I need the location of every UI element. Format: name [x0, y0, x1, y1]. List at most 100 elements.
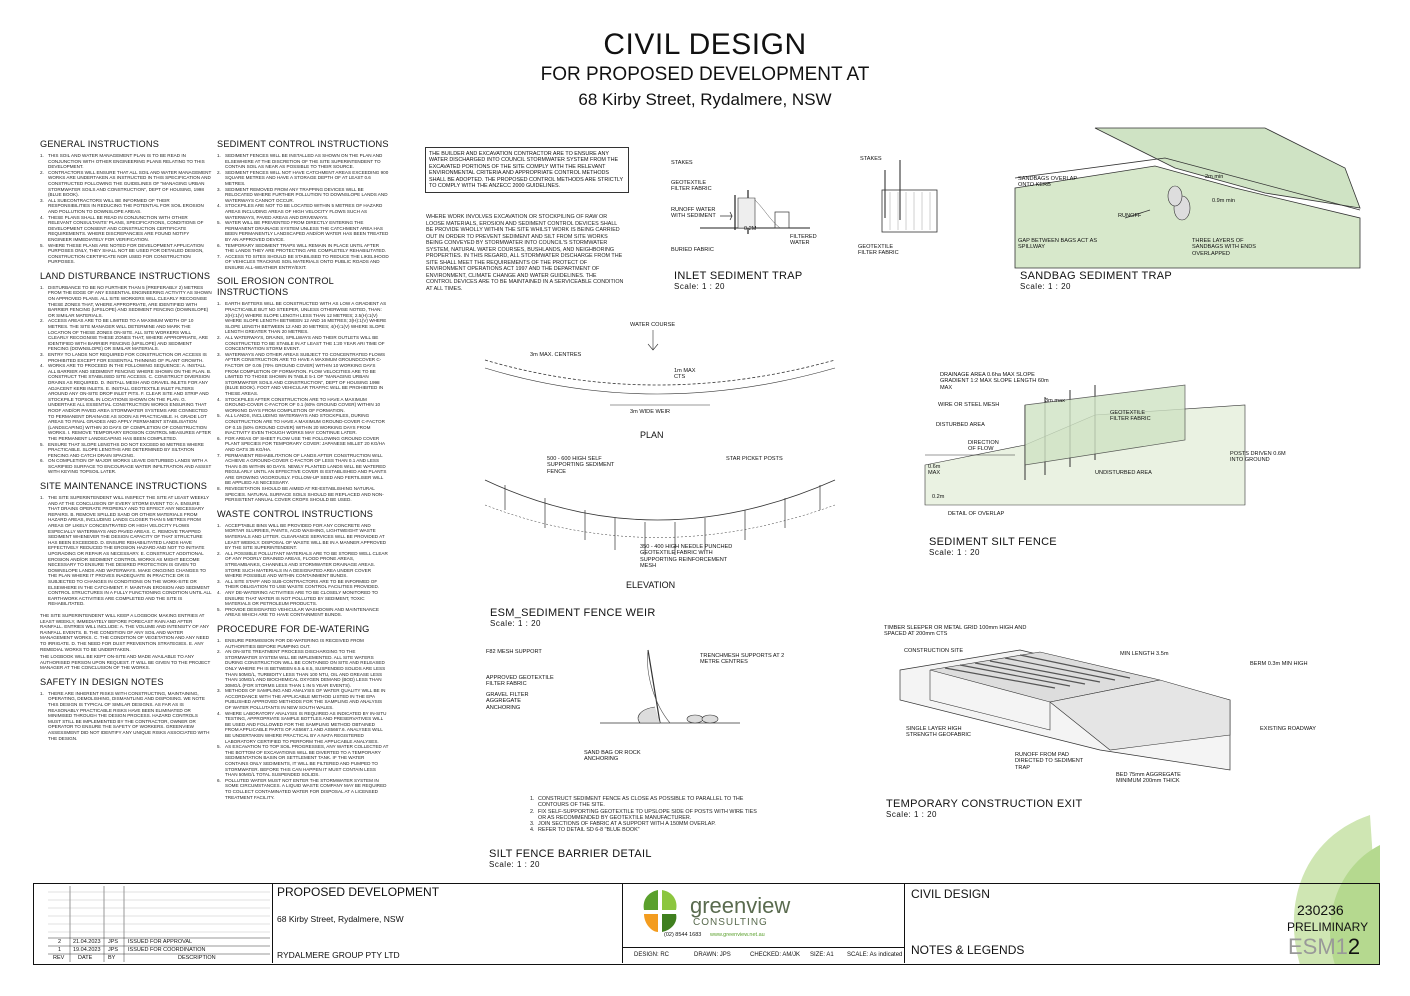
- list-item-text: All subcontractors will be informed of t…: [48, 197, 204, 214]
- list-item-number: 1.: [530, 796, 535, 802]
- list-item-text: Polluted water must not enter the stormw…: [225, 777, 387, 800]
- list-item-number: 6.: [217, 435, 221, 441]
- list-item-number: 4.: [217, 710, 221, 716]
- list-item-number: 4.: [217, 589, 221, 595]
- list-item-text: Access areas are to be limited to a maxi…: [48, 318, 209, 352]
- exit-label-site: CONSTRUCTION SITE: [904, 648, 964, 654]
- tb-drawing-title: CIVIL DESIGN: [911, 887, 990, 901]
- list-item-number: 3.: [217, 351, 221, 357]
- list-item: 2.Contractors will ensure that all soil …: [40, 170, 212, 198]
- barrier-notes: 1.Construct sediment fence as close as p…: [530, 796, 760, 834]
- exit-label-length: MIN LENGTH 3.5m: [1120, 651, 1169, 657]
- sandbag-title: SANDBAG SEDIMENT TRAP: [1020, 270, 1172, 282]
- list-item-text: On completion of major works leave distu…: [48, 458, 212, 475]
- list-item-number: 2.: [217, 649, 221, 655]
- tb-divider-3: [904, 883, 905, 963]
- list-item-number: 5.: [40, 242, 44, 248]
- list-item-text: Disturbance to be no further than 5 (pre…: [48, 284, 212, 318]
- list-item: 3. All subcontractors will be informed of…: [40, 198, 212, 215]
- list-item: 8.Revegetation should be aimed at re-est…: [217, 486, 389, 503]
- erosion-device-note: Where work involves excavation or stockp…: [426, 212, 624, 294]
- barrier-title: SILT FENCE BARRIER DETAIL: [489, 848, 652, 860]
- list-item: 2.Fix self-supporting geotextile to upsl…: [530, 809, 760, 822]
- rev-2-date: 21.04.2023: [73, 939, 101, 945]
- weir-label-plan: PLAN: [640, 430, 664, 440]
- inlet-scale: Scale: 1 : 20: [674, 282, 725, 291]
- waste-control-list: 1.Acceptable bins will be provided for a…: [217, 523, 389, 618]
- list-item-number: 4.: [530, 827, 535, 834]
- list-item-number: 2.: [217, 169, 221, 175]
- list-item: 1.Ensure permission for de-watering is r…: [217, 638, 389, 649]
- weir-label-centres: 3m MAX. CENTRES: [530, 352, 582, 358]
- rev-header-date: DATE: [78, 955, 93, 961]
- list-item-text: Sediment fences will not have catchment …: [225, 169, 389, 186]
- list-item: 1.Disturbance to be no further than 5 (p…: [40, 285, 212, 319]
- inlet-label-stakes-2: STAKES: [860, 156, 882, 162]
- tb-client: RYDALMERE GROUP PTY LTD: [277, 950, 400, 960]
- list-item-number: 3.: [40, 197, 44, 203]
- rev-header-rev: REV: [53, 955, 65, 961]
- list-item: 5.Ensure that slope lengths do not excee…: [40, 442, 212, 459]
- tb-sheet-suffix: 2: [1347, 934, 1361, 959]
- list-item-number: 4.: [217, 396, 221, 402]
- list-item: 4. These plans shall be read in conjuncti…: [40, 215, 212, 243]
- tb-divider-1: [272, 883, 273, 963]
- list-item: 1.Acceptable bins will be provided for a…: [217, 523, 389, 551]
- weir-scale: Scale: 1 : 20: [490, 619, 541, 628]
- list-item-text: The site superintendent will inspect the…: [48, 495, 212, 607]
- weir-label-cts: 1m MAX CTS: [674, 368, 696, 381]
- weir-label-pickets: STAR PICKET POSTS: [726, 456, 783, 462]
- silt-label-06m: 0.6m MAX: [928, 464, 941, 477]
- list-item: 6.For areas of sheet flow use the follow…: [217, 436, 389, 453]
- list-item: 7.Access to sites should be stabilised t…: [217, 254, 389, 271]
- list-item-text: These plans shall be read in conjunction…: [48, 214, 204, 242]
- list-item-number: 1.: [217, 301, 221, 307]
- tb-checked: CHECKED: AM/JK: [750, 952, 801, 958]
- list-item: 4.Stockpiles after construction are to h…: [217, 397, 389, 414]
- inlet-title: INLET SEDIMENT TRAP: [674, 270, 803, 282]
- silt-label-drainage: DRAINAGE AREA 0.6ha MAX SLOPE GRADIENT 1…: [940, 372, 1049, 391]
- list-item: 6.Temporary sediment traps will remain i…: [217, 243, 389, 254]
- list-item-number: 4.: [40, 214, 44, 220]
- list-item: 4.Stockpiles are not to be located withi…: [217, 203, 389, 220]
- exit-label-bed: BED 75mm AGGREGATE MINIMUM 200mm THICK: [1116, 772, 1181, 785]
- sandbag-trap-drawing: [1014, 127, 1361, 269]
- site-maintenance-heading: SITE MAINTENANCE INSTRUCTIONS: [40, 481, 208, 492]
- list-item: 5.As excavation to top soil progresses, …: [217, 744, 389, 778]
- list-item: 6.On completion of major works leave dis…: [40, 458, 212, 475]
- list-item-text: Contractors will ensure that all soil an…: [48, 169, 212, 198]
- list-item-text: Refer to detail SD 6-8 "Blue Book": [538, 827, 640, 834]
- list-item-number: 8.: [217, 486, 221, 492]
- exit-label-geofabric: SINGLE LAYER HIGH STRENGTH GEOFABRIC: [906, 726, 971, 739]
- list-item: 3. Waterways and other areas subject to c…: [217, 352, 389, 397]
- exit-label-sleeper: TIMBER SLEEPER OR METAL GRID 100mm HIGH …: [884, 625, 1027, 638]
- list-item: 3.All site staff and sub-contractors are…: [217, 579, 389, 590]
- list-item-text: Temporary sediment traps will remain in …: [225, 242, 387, 254]
- list-item-number: 3.: [530, 821, 535, 828]
- list-item: 5.All lands, including waterways and sto…: [217, 413, 389, 435]
- list-item-number: 4.: [217, 203, 221, 209]
- logo-wordmark: greenview: [690, 893, 791, 918]
- list-item-text: Sediment removed from any trapping devic…: [225, 186, 388, 203]
- list-item: 3.Entry to lands not required for constr…: [40, 352, 212, 363]
- list-item-number: 3.: [217, 578, 221, 584]
- list-item-text: Waterways and other areas subject to con…: [225, 351, 386, 396]
- list-item-number: 1.: [40, 153, 44, 158]
- list-item-text: All waterways, drains, spillways and the…: [225, 335, 385, 352]
- soil-erosion-heading: SOIL EROSION CONTROL INSTRUCTIONS: [217, 276, 334, 298]
- silt-fence-barrier-drawing: [600, 649, 740, 724]
- sandbag-label-2m: 2m min: [1205, 174, 1224, 180]
- list-item-text: All lands, including waterways and stock…: [225, 413, 385, 436]
- tb-project: PROPOSED DEVELOPMENT: [277, 885, 440, 899]
- list-item-number: 1.: [40, 495, 44, 501]
- silt-label-geotextile: GEOTEXTILE FILTER FABRIC: [1110, 410, 1151, 423]
- list-item: 7.Permanent rehabilitation of lands afte…: [217, 453, 389, 487]
- sediment-silt-fence-drawing: [924, 384, 1246, 506]
- list-item-number: 1.: [217, 153, 221, 158]
- inlet-sediment-trap-drawing: [700, 160, 938, 234]
- list-item: 3.Sediment removed from any trapping dev…: [217, 187, 389, 204]
- list-item: 6. Polluted water must not enter the stor…: [217, 778, 389, 800]
- logo-subtitle: CONSULTING: [693, 917, 768, 928]
- list-item-number: 6.: [217, 777, 221, 783]
- list-item: 1. The site superintendent will inspect t…: [40, 495, 212, 607]
